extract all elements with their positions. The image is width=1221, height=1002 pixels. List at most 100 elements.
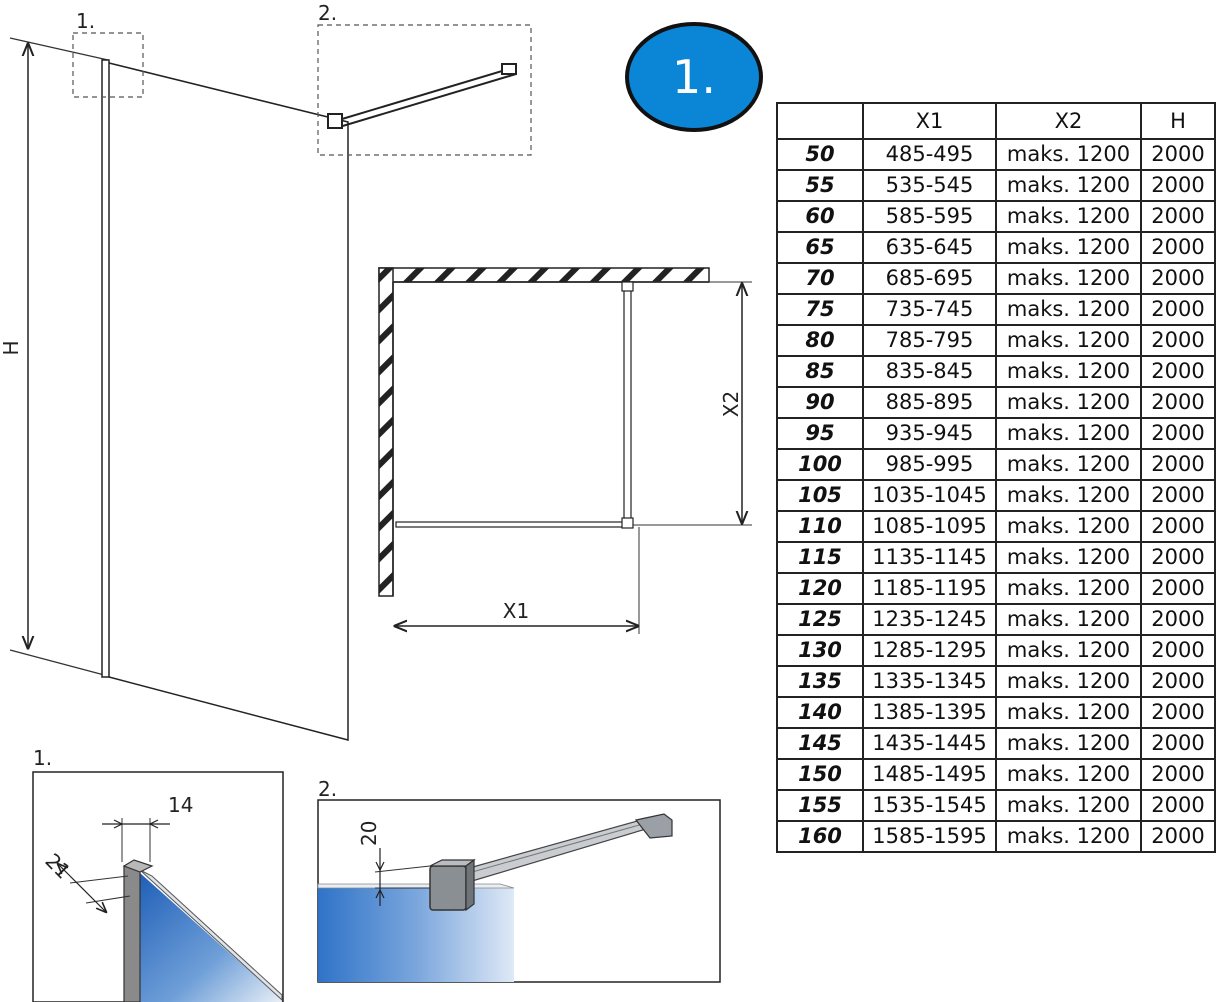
x1-cell: 1085-1095 xyxy=(862,510,997,543)
size-cell: 140 xyxy=(776,696,864,729)
h-cell: 2000 xyxy=(1140,324,1216,357)
detail-clamp-2 xyxy=(429,865,467,911)
x2-cell: maks. 1200 xyxy=(995,758,1142,791)
h-cell: 2000 xyxy=(1140,634,1216,667)
x1-cell: 735-745 xyxy=(862,293,997,326)
size-cell: 95 xyxy=(776,417,864,450)
table-header-cell: X1 xyxy=(862,102,997,140)
dim-21-line xyxy=(58,864,106,912)
bar-end xyxy=(501,63,517,75)
detail-glass-2 xyxy=(318,888,514,982)
x1-cell: 1335-1345 xyxy=(862,665,997,698)
size-cell: 130 xyxy=(776,634,864,667)
x1-cell: 985-995 xyxy=(862,448,997,481)
table-header-cell: H xyxy=(1140,102,1216,140)
plan-glass xyxy=(395,521,629,528)
h-cell: 2000 xyxy=(1140,231,1216,264)
x2-cell: maks. 1200 xyxy=(995,727,1142,760)
callout-label-1: 1. xyxy=(76,9,95,33)
x1-cell: 485-495 xyxy=(862,138,997,171)
h-cell: 2000 xyxy=(1140,138,1216,171)
size-cell: 85 xyxy=(776,355,864,388)
x2-cell: maks. 1200 xyxy=(995,789,1142,822)
x2-cell: maks. 1200 xyxy=(995,417,1142,450)
x2-cell: maks. 1200 xyxy=(995,572,1142,605)
x1-cell: 785-795 xyxy=(862,324,997,357)
size-cell: 50 xyxy=(776,138,864,171)
wall-profile xyxy=(101,59,110,678)
x2-cell: maks. 1200 xyxy=(995,293,1142,326)
detail-view-1: 1. 14 21 xyxy=(32,746,284,1002)
size-cell: 115 xyxy=(776,541,864,574)
plan-stabilizer xyxy=(623,283,632,527)
h-cell: 2000 xyxy=(1140,789,1216,822)
dim-20-label: 20 xyxy=(357,821,381,846)
x1-cell: 1585-1595 xyxy=(862,820,997,853)
x1-cell: 635-645 xyxy=(862,231,997,264)
x2-cell: maks. 1200 xyxy=(995,169,1142,202)
size-cell: 150 xyxy=(776,758,864,791)
size-cell: 135 xyxy=(776,665,864,698)
size-cell: 75 xyxy=(776,293,864,326)
x1-cell: 935-945 xyxy=(862,417,997,450)
table-header-row: X1 X2 H xyxy=(776,102,1216,140)
h-cell: 2000 xyxy=(1140,603,1216,636)
x2-cell: maks. 1200 xyxy=(995,324,1142,357)
size-cell: 55 xyxy=(776,169,864,202)
x2-cell: maks. 1200 xyxy=(995,665,1142,698)
plan-view: X2 X1 xyxy=(378,267,752,634)
x2-cell: maks. 1200 xyxy=(995,696,1142,729)
x2-cell: maks. 1200 xyxy=(995,386,1142,419)
x1-cell: 685-695 xyxy=(862,262,997,295)
detail-profile-1 xyxy=(123,865,141,1002)
detail-label-1: 1. xyxy=(33,746,52,770)
h-cell: 2000 xyxy=(1140,820,1216,853)
x1-cell: 835-845 xyxy=(862,355,997,388)
table-header-cell xyxy=(776,102,864,140)
h-cell: 2000 xyxy=(1140,262,1216,295)
h-cell: 2000 xyxy=(1140,758,1216,791)
x1-cell: 1235-1245 xyxy=(862,603,997,636)
h-cell: 2000 xyxy=(1140,417,1216,450)
wall-hatch-top xyxy=(378,267,710,283)
detail-glass-1 xyxy=(140,873,282,1002)
h-cell: 2000 xyxy=(1140,510,1216,543)
size-cell: 65 xyxy=(776,231,864,264)
x1-cell: 1385-1395 xyxy=(862,696,997,729)
size-cell: 145 xyxy=(776,727,864,760)
x1-label: X1 xyxy=(503,599,529,623)
h-cell: 2000 xyxy=(1140,665,1216,698)
detail-label-2: 2. xyxy=(318,777,337,801)
size-cell: 90 xyxy=(776,386,864,419)
x2-cell: maks. 1200 xyxy=(995,510,1142,543)
x1-cell: 885-895 xyxy=(862,386,997,419)
x1-cell: 535-545 xyxy=(862,169,997,202)
x1-cell: 1135-1145 xyxy=(862,541,997,574)
h-cell: 2000 xyxy=(1140,572,1216,605)
detail-view-2: 2. 20 xyxy=(317,777,721,983)
x1-cell: 1435-1445 xyxy=(862,727,997,760)
wall-line-top xyxy=(9,37,109,61)
size-cell: 155 xyxy=(776,789,864,822)
x2-cell: maks. 1200 xyxy=(995,634,1142,667)
x2-cell: maks. 1200 xyxy=(995,262,1142,295)
h-cell: 2000 xyxy=(1140,355,1216,388)
